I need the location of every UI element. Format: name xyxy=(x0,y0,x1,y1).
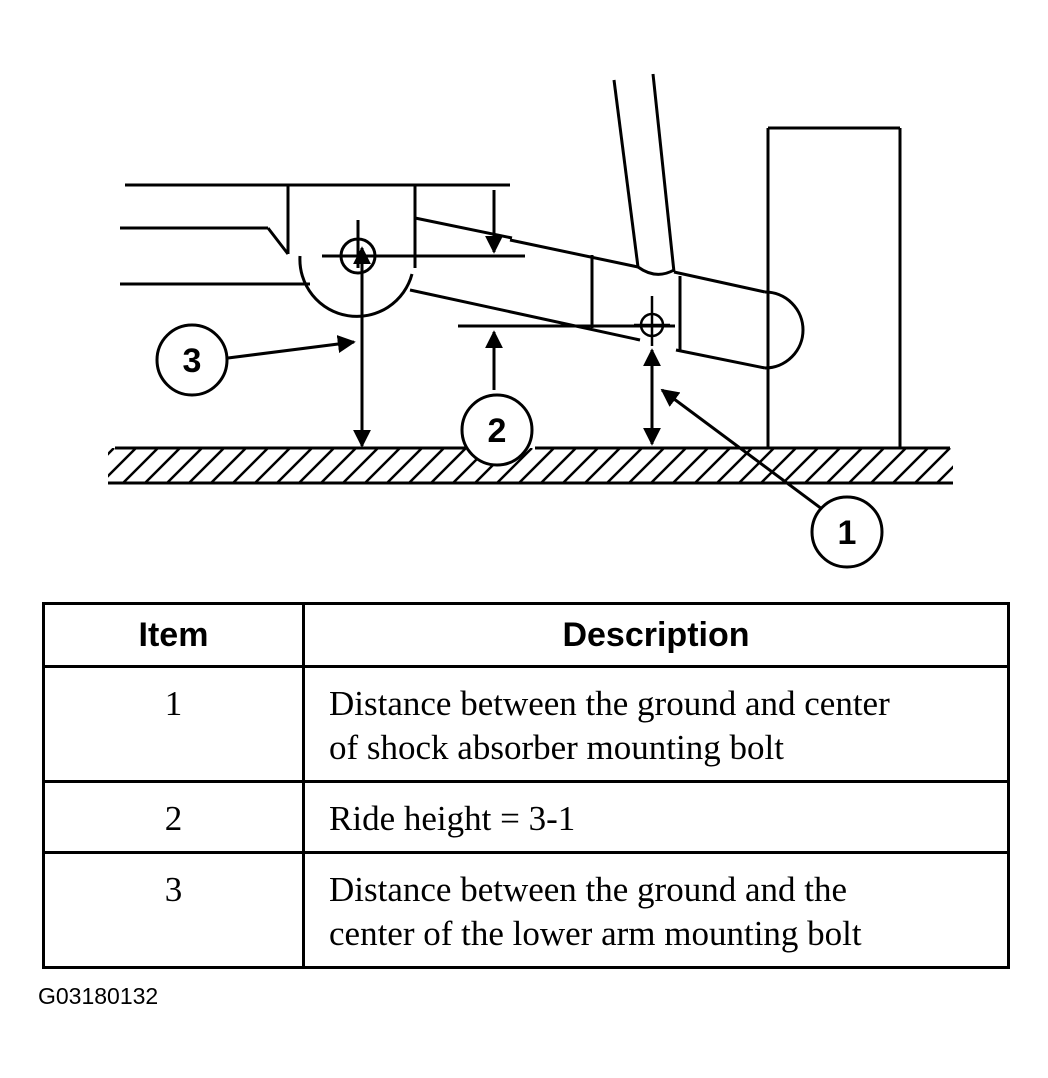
ground-hatch-line xyxy=(253,448,291,484)
ground-hatch-line xyxy=(385,448,423,484)
ground-hatch-line xyxy=(429,448,467,484)
ground-hatch-line xyxy=(275,448,313,484)
svg-text:1: 1 xyxy=(838,514,857,552)
ground-hatch-line xyxy=(671,448,709,484)
ground-hatch-line xyxy=(319,448,357,484)
ground-hatch-line xyxy=(649,448,687,484)
frame-crossmember xyxy=(120,183,513,286)
shock-absorber xyxy=(612,73,676,276)
ground-hatch-line xyxy=(187,448,225,484)
table-row: 1 Distance between the ground and center… xyxy=(42,665,1010,783)
ground-hatch-line xyxy=(561,448,599,484)
ground-hatch-line xyxy=(847,448,885,484)
ground-hatch-line xyxy=(121,448,159,484)
ground-hatch-line xyxy=(539,448,577,484)
description-line: center of the lower arm mounting bolt xyxy=(329,914,862,953)
svg-text:3: 3 xyxy=(183,342,202,380)
ground-hatch-line xyxy=(627,448,665,484)
ground-hatch-line xyxy=(363,448,401,484)
ground-hatch-line xyxy=(495,448,533,484)
description-line: Ride height = 3-1 xyxy=(329,799,576,838)
ground xyxy=(108,446,953,485)
item-description: Distance between the ground and center o… xyxy=(302,665,1010,783)
callout-2: 2 xyxy=(460,393,534,467)
lower-control-arm xyxy=(409,238,805,370)
ground-hatch-line xyxy=(781,448,819,484)
callout-3: 3 xyxy=(155,323,229,397)
item-number: 2 xyxy=(42,780,305,854)
table-row: 3 Distance between the ground and the ce… xyxy=(42,851,1010,969)
ground-hatch-line xyxy=(825,448,863,484)
item-number: 3 xyxy=(42,851,305,969)
ground-hatch-line xyxy=(407,448,445,484)
item-description: Ride height = 3-1 xyxy=(302,780,1010,854)
figure-id: G03180132 xyxy=(38,983,159,1009)
description-line: Distance between the ground and the xyxy=(329,870,848,909)
table-header-row: Item Description xyxy=(42,602,1010,668)
ground-hatch-line xyxy=(165,448,203,484)
description-line: of shock absorber mounting bolt xyxy=(329,728,784,767)
ground-hatch-line xyxy=(869,448,907,484)
dimension-arrows xyxy=(353,190,661,448)
ground-hatch-line xyxy=(583,448,621,484)
ground-hatch-line xyxy=(891,448,929,484)
callout-leaders xyxy=(227,335,827,514)
ground-hatch-line xyxy=(803,448,841,484)
svg-text:2: 2 xyxy=(488,412,507,450)
item-number: 1 xyxy=(42,665,305,783)
ground-hatch-line xyxy=(231,448,269,484)
item-description: Distance between the ground and the cent… xyxy=(302,851,1010,969)
ground-hatch-line xyxy=(935,465,953,484)
description-column-header: Description xyxy=(302,602,1010,668)
ground-hatch-line xyxy=(341,448,379,484)
ground-hatch-line xyxy=(759,448,797,484)
ground-hatch-line xyxy=(517,448,555,484)
table-row: 2 Ride height = 3-1 xyxy=(42,780,1010,854)
ground-hatch-line xyxy=(143,448,181,484)
description-line: Distance between the ground and center xyxy=(329,684,890,723)
ground-hatch-line xyxy=(605,448,643,484)
callout-1: 1 xyxy=(810,495,884,569)
ground-hatch-line xyxy=(693,448,731,484)
wheel-block xyxy=(766,126,902,448)
ground-hatch-line xyxy=(209,448,247,484)
ground-hatch-line xyxy=(108,448,115,456)
ground-hatch-line xyxy=(297,448,335,484)
ground-hatch-line xyxy=(913,448,951,484)
ground-hatch-line xyxy=(737,448,775,484)
ground-hatch-line xyxy=(108,448,137,478)
item-description-table: Item Description 1 Distance between the … xyxy=(42,602,1010,969)
suspension-ride-height-diagram: 3 2 1 xyxy=(108,73,953,569)
item-column-header: Item xyxy=(42,602,305,668)
